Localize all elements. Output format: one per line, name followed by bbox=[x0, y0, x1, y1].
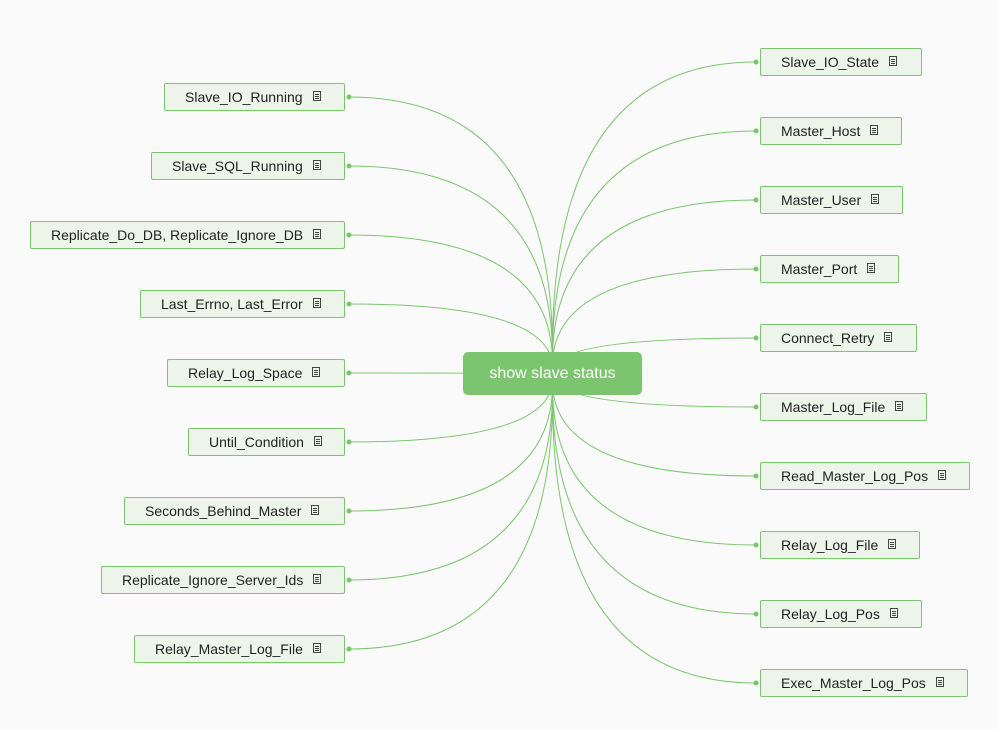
node-label: Relay_Log_File bbox=[781, 537, 879, 553]
edge-endpoint-left-3 bbox=[346, 301, 352, 307]
node-master-host[interactable]: Master_Host bbox=[760, 117, 902, 145]
node-label: Connect_Retry bbox=[781, 330, 875, 346]
edge-endpoint-left-1 bbox=[346, 163, 352, 169]
node-label: Until_Condition bbox=[209, 434, 304, 450]
note-icon[interactable] bbox=[313, 574, 322, 584]
edge-right-9 bbox=[552, 398, 757, 684]
node-exec-master-log-pos[interactable]: Exec_Master_Log_Pos bbox=[760, 669, 968, 697]
node-replicate-ignore-server-ids[interactable]: Replicate_Ignore_Server_Ids bbox=[101, 566, 345, 594]
node-replicate-do-db[interactable]: Replicate_Do_DB, Replicate_Ignore_DB bbox=[30, 221, 345, 249]
note-icon[interactable] bbox=[889, 56, 898, 66]
node-label: Seconds_Behind_Master bbox=[145, 503, 302, 519]
root-node-label: show slave status bbox=[489, 364, 616, 382]
note-icon[interactable] bbox=[871, 194, 880, 204]
edge-endpoint-right-5 bbox=[753, 404, 759, 410]
node-last-errno[interactable]: Last_Errno, Last_Error bbox=[140, 290, 345, 318]
node-label: Master_Log_File bbox=[781, 399, 886, 415]
note-icon[interactable] bbox=[312, 298, 321, 308]
note-icon[interactable] bbox=[867, 263, 876, 273]
note-icon[interactable] bbox=[312, 160, 321, 170]
note-icon[interactable] bbox=[313, 436, 322, 446]
edge-right-2 bbox=[552, 199, 757, 360]
edge-right-7 bbox=[552, 387, 757, 546]
note-icon[interactable] bbox=[313, 229, 322, 239]
node-label: Master_User bbox=[781, 192, 862, 208]
note-icon[interactable] bbox=[935, 677, 944, 687]
node-master-port[interactable]: Master_Port bbox=[760, 255, 899, 283]
edge-endpoint-right-0 bbox=[753, 59, 759, 65]
edge-endpoint-right-7 bbox=[753, 542, 759, 548]
node-until-condition[interactable]: Until_Condition bbox=[188, 428, 345, 456]
node-label: Relay_Log_Pos bbox=[781, 606, 880, 622]
node-label: Slave_SQL_Running bbox=[172, 158, 303, 174]
node-label: Slave_IO_State bbox=[781, 54, 880, 70]
edge-endpoint-right-4 bbox=[753, 335, 759, 341]
note-icon[interactable] bbox=[312, 643, 321, 653]
edge-right-1 bbox=[552, 130, 757, 355]
edge-right-3 bbox=[552, 268, 757, 366]
node-label: Master_Port bbox=[781, 261, 858, 277]
node-label: Relay_Master_Log_File bbox=[155, 641, 303, 657]
edge-endpoint-left-4 bbox=[346, 370, 352, 376]
note-icon[interactable] bbox=[311, 505, 320, 515]
node-read-master-log-pos[interactable]: Read_Master_Log_Pos bbox=[760, 462, 970, 490]
note-icon[interactable] bbox=[895, 401, 904, 411]
edge-endpoint-right-9 bbox=[753, 680, 759, 686]
node-relay-master-log-file[interactable]: Relay_Master_Log_File bbox=[134, 635, 345, 663]
node-label: Last_Errno, Last_Error bbox=[161, 296, 303, 312]
edge-right-6 bbox=[552, 381, 757, 477]
edge-left-0 bbox=[348, 96, 553, 352]
node-label: Replicate_Do_DB, Replicate_Ignore_DB bbox=[51, 227, 304, 243]
edge-left-1 bbox=[348, 165, 553, 357]
edge-endpoint-right-3 bbox=[753, 266, 759, 272]
edge-right-0 bbox=[552, 61, 757, 349]
edge-left-2 bbox=[348, 234, 553, 363]
edge-right-8 bbox=[552, 392, 757, 615]
node-seconds-behind-master[interactable]: Seconds_Behind_Master bbox=[124, 497, 345, 525]
node-label: Replicate_Ignore_Server_Ids bbox=[122, 572, 304, 588]
root-node[interactable]: show slave status bbox=[463, 352, 642, 395]
node-master-log-file[interactable]: Master_Log_File bbox=[760, 393, 927, 421]
edge-left-6 bbox=[348, 384, 553, 512]
node-label: Slave_IO_Running bbox=[185, 89, 303, 105]
edge-endpoint-left-0 bbox=[346, 94, 352, 100]
edge-endpoint-right-2 bbox=[753, 197, 759, 203]
node-relay-log-file[interactable]: Relay_Log_File bbox=[760, 531, 920, 559]
node-label: Exec_Master_Log_Pos bbox=[781, 675, 926, 691]
edge-endpoint-left-2 bbox=[346, 232, 352, 238]
edge-endpoint-left-5 bbox=[346, 439, 352, 445]
note-icon[interactable] bbox=[884, 332, 893, 342]
node-label: Read_Master_Log_Pos bbox=[781, 468, 929, 484]
edge-endpoint-right-6 bbox=[753, 473, 759, 479]
edge-endpoint-left-6 bbox=[346, 508, 352, 514]
note-icon[interactable] bbox=[312, 91, 321, 101]
note-icon[interactable] bbox=[889, 608, 898, 618]
note-icon[interactable] bbox=[312, 367, 321, 377]
note-icon[interactable] bbox=[938, 470, 947, 480]
node-slave-sql-running[interactable]: Slave_SQL_Running bbox=[151, 152, 345, 180]
edge-endpoint-right-8 bbox=[753, 611, 759, 617]
note-icon[interactable] bbox=[888, 539, 897, 549]
edge-left-8 bbox=[348, 395, 553, 650]
edge-endpoint-right-1 bbox=[753, 128, 759, 134]
node-master-user[interactable]: Master_User bbox=[760, 186, 903, 214]
edge-left-7 bbox=[348, 390, 553, 581]
edge-endpoint-left-8 bbox=[346, 646, 352, 652]
node-connect-retry[interactable]: Connect_Retry bbox=[760, 324, 917, 352]
node-relay-log-pos[interactable]: Relay_Log_Pos bbox=[760, 600, 922, 628]
node-slave-io-state[interactable]: Slave_IO_State bbox=[760, 48, 922, 76]
edge-endpoint-left-7 bbox=[346, 577, 352, 583]
node-relay-log-space[interactable]: Relay_Log_Space bbox=[167, 359, 345, 387]
note-icon[interactable] bbox=[870, 125, 879, 135]
node-slave-io-running[interactable]: Slave_IO_Running bbox=[164, 83, 345, 111]
node-label: Relay_Log_Space bbox=[188, 365, 303, 381]
node-label: Master_Host bbox=[781, 123, 861, 139]
